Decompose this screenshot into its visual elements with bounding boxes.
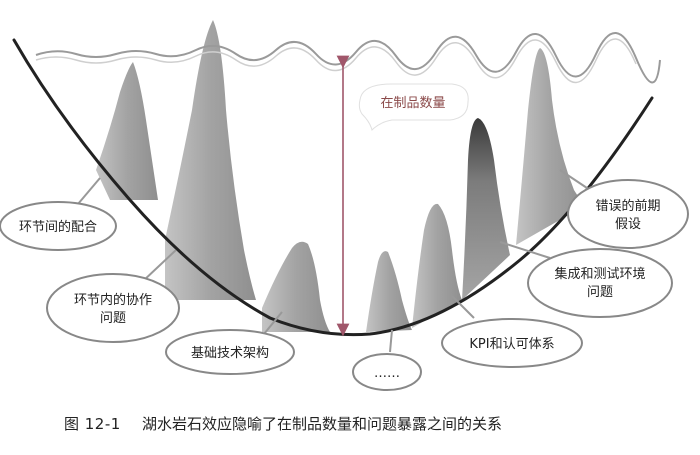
bubble-internal-text: 环节内的协作问题 [74,292,152,326]
bubble-kpi: KPI和认可体系 [441,295,583,368]
bubble-more-text: …… [374,366,400,381]
bubble-more: …… [352,329,422,391]
bubble-internal-text-line-2: 问题 [100,311,126,326]
bubble-integration: 集成和测试环境问题 [499,241,673,318]
rock-peak-1 [96,62,158,200]
bubble-assumption-text-line-2: 假设 [615,217,641,232]
rock-peak-4 [366,251,412,332]
lake-rock-diagram: 在制品数量 环节间的配合 环节内的协作问题 基础技术架构 …… KPI和认可体系… [0,20,689,391]
bubble-cooperation-text: 环节间的配合 [19,219,97,235]
bubble-integration-text-line-1: 集成和测试环境 [554,266,645,282]
bubble-assumption: 错误的前期假设 [559,169,689,249]
bubble-integration-text-line-2: 问题 [587,285,613,300]
bubble-assumption-text: 错误的前期假设 [595,198,660,232]
figure-title: 湖水岩石效应隐喻了在制品数量和问题暴露之间的关系 [142,415,503,433]
bubble-cooperation: 环节间的配合 [0,177,117,251]
bubble-infrastructure-text: 基础技术架构 [191,346,269,361]
bubble-kpi-text: KPI和认可体系 [469,337,554,352]
bubble-assumption-text-line-1: 错误的前期 [595,198,660,214]
bubble-internal: 环节内的协作问题 [46,249,180,343]
lake-basin [12,38,654,337]
bubble-kpi-text-line-1: KPI和认可体系 [469,337,554,352]
wip-label-bubble: 在制品数量 [358,83,469,131]
bubble-infrastructure: 基础技术架构 [165,311,295,375]
rock-peak-5 [412,203,462,328]
bubble-internal-text-line-1: 环节内的协作 [74,292,152,308]
rock-peak-2 [165,20,256,300]
figure-caption: 图 12-1 湖水岩石效应隐喻了在制品数量和问题暴露之间的关系 [0,405,700,445]
wip-label: 在制品数量 [380,96,445,111]
rock-peak-7 [516,48,586,245]
bubble-cooperation-text-line-1: 环节间的配合 [19,219,97,235]
rock-peak-3 [262,241,330,332]
bubble-infrastructure-text-line-1: 基础技术架构 [191,346,269,361]
bubble-integration-text: 集成和测试环境问题 [554,266,645,300]
rock-peak-6 [462,118,510,300]
water-surface [35,32,661,84]
figure-number: 图 12-1 [64,415,121,433]
bubble-more-text-line-1: …… [374,366,400,381]
